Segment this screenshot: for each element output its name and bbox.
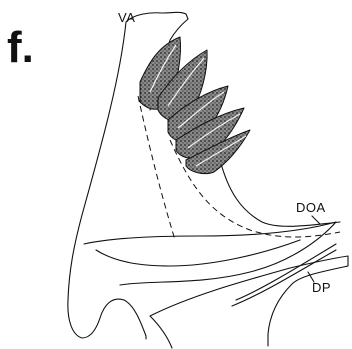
basal-plate-inner	[96, 240, 300, 266]
lobe-right-edge	[220, 160, 340, 226]
dorsal-process-inner-2	[232, 250, 336, 306]
leader-dp	[308, 272, 314, 282]
panel-label: f.	[7, 23, 34, 72]
label-va: VA	[118, 10, 135, 25]
teeth-group	[140, 37, 250, 174]
dorsal-process-outline	[150, 256, 348, 348]
label-doa: DOA	[296, 200, 326, 215]
basal-plate-outline	[84, 222, 336, 285]
leader-doa	[312, 216, 320, 224]
label-dp: DP	[312, 280, 331, 295]
